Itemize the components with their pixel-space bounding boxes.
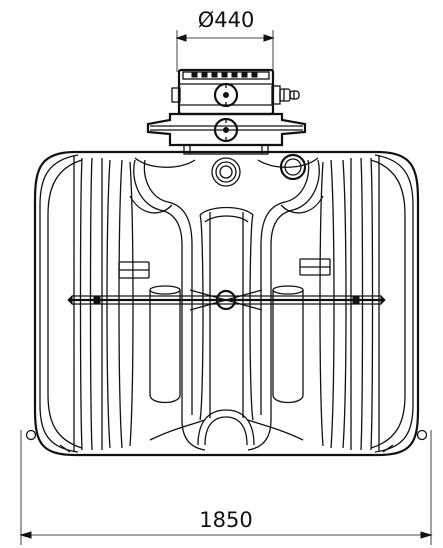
top-fitting — [146, 68, 307, 155]
bottom-dimension: 1850 — [19, 430, 433, 545]
left-inner-contour — [133, 159, 206, 451]
tank-outline — [33, 150, 420, 457]
side-port-left — [171, 87, 181, 103]
left-shoulder-dome — [134, 157, 196, 168]
lower-cylinders — [149, 285, 304, 404]
fitting-lower-housing — [146, 112, 307, 147]
center-port-outer — [211, 157, 241, 187]
fitting-ribs — [191, 72, 258, 78]
top-arrow-right — [263, 34, 275, 42]
bottom-arrow-right — [420, 531, 433, 539]
top-dimension: Ø440 — [175, 8, 275, 72]
tie-band — [67, 289, 386, 311]
right-shoulder-dome — [257, 157, 319, 168]
right-port — [279, 153, 307, 181]
band-center-clamp — [215, 289, 237, 311]
fitting-top-rim — [182, 71, 270, 80]
left-end-cap — [39, 154, 79, 453]
left-foot-lug — [25, 429, 37, 441]
top-arrow-left — [175, 34, 187, 42]
right-inner-contour — [247, 159, 320, 451]
tank-body — [25, 150, 428, 457]
bottom-arrow-left — [19, 531, 32, 539]
right-foot-lug — [416, 429, 428, 441]
fitting-neck — [183, 144, 269, 155]
center-columns — [199, 206, 254, 421]
right-end-cap — [374, 154, 414, 453]
bottom-recess — [197, 409, 255, 446]
top-diameter-label: Ø440 — [198, 8, 255, 32]
overall-width-label: 1850 — [199, 508, 252, 532]
